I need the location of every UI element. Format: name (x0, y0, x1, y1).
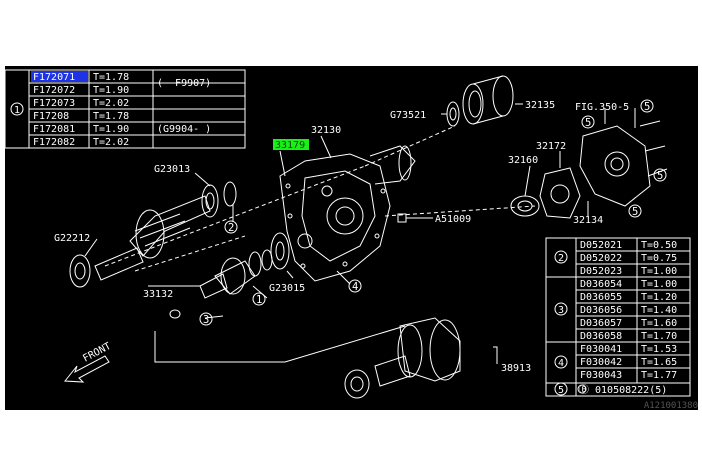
callout-5: 5 (644, 101, 650, 113)
bearing-g22212 (69, 254, 91, 288)
range-note: ( -F9907) (157, 78, 211, 89)
selected-row-highlight (31, 71, 88, 82)
cover-32134 (579, 120, 668, 207)
diagram-code: A121001380 (643, 401, 698, 411)
table-groups-2-5-text: 2 D052021 T=0.50 D052022 T=0.75 D052023 … (558, 240, 677, 396)
group-5-label: 5 (558, 385, 564, 396)
callout-5: 5 (657, 170, 663, 182)
thickness-value: T=1.78 (93, 111, 129, 122)
callout-numbers: 1 2 3 4 5 5 5 5 (203, 101, 663, 326)
label-g23015[interactable]: G23015 (269, 283, 305, 294)
thickness-value: T=1.90 (93, 85, 129, 96)
callout-4: 4 (352, 281, 358, 293)
label-33132[interactable]: 33132 (143, 289, 173, 300)
label-g73521[interactable]: G73521 (390, 110, 426, 121)
label-32134[interactable]: 32134 (573, 215, 603, 226)
thickness-value: T=1.20 (641, 292, 677, 303)
thickness-value: T=1.60 (641, 318, 677, 329)
callout-3: 3 (203, 314, 209, 326)
part-number[interactable]: F172082 (33, 137, 75, 148)
bearing-g23013 (201, 181, 237, 218)
part-number[interactable]: D036054 (580, 279, 622, 290)
label-g22212[interactable]: G22212 (54, 233, 90, 244)
part-number[interactable]: D036056 (580, 305, 622, 316)
retainer-32135 (462, 75, 514, 125)
part-number[interactable]: F030043 (580, 370, 622, 381)
thickness-value: T=0.75 (641, 253, 677, 264)
part-number[interactable]: F030042 (580, 357, 622, 368)
pinion-33132 (169, 232, 290, 319)
part-number[interactable]: D052021 (580, 240, 622, 251)
bearing-g73521 (446, 101, 460, 127)
label-33179[interactable]: 33179 (275, 140, 305, 151)
callout-2: 2 (228, 222, 234, 234)
range-note: (G9904- ) (157, 124, 211, 135)
part-number[interactable]: D052023 (580, 266, 622, 277)
group-3-label: 3 (558, 305, 564, 316)
thickness-value: T=1.00 (641, 266, 677, 277)
part-number[interactable]: F172072 (33, 85, 75, 96)
part-number[interactable]: D036058 (580, 331, 622, 342)
part-number[interactable]: D036057 (580, 318, 622, 329)
table-group-1-text: 1 F172071 T=1.78 ( -F9907) F172072 T=1.9… (14, 72, 211, 148)
thickness-value: T=0.50 (641, 240, 677, 251)
thickness-value: T=2.02 (93, 137, 129, 148)
thickness-value: T=1.00 (641, 279, 677, 290)
front-arrow-icon (64, 355, 110, 383)
part-number[interactable]: Ⓑ 010508222(5) (579, 384, 667, 396)
group-2-label: 2 (558, 253, 564, 264)
part-number[interactable]: D052022 (580, 253, 622, 264)
part-number-selected[interactable]: F172071 (33, 72, 75, 83)
diagram-panel: 1 F172071 T=1.78 ( -F9907) F172072 T=1.9… (5, 66, 698, 410)
callout-5: 5 (585, 117, 591, 129)
part-number[interactable]: F172073 (33, 98, 75, 109)
leader-lines (84, 103, 636, 364)
table-groups-2-5 (545, 237, 691, 397)
thickness-value: T=1.90 (93, 124, 129, 135)
case-32130 (279, 145, 416, 282)
thickness-value: T=1.53 (641, 344, 677, 355)
gear-shaft (94, 195, 211, 281)
bolt-a51009 (397, 213, 423, 223)
table-group-1 (5, 69, 246, 149)
gasket-32172 (539, 167, 581, 219)
label-32130[interactable]: 32130 (311, 125, 341, 136)
part-number[interactable]: F030041 (580, 344, 622, 355)
label-a51009[interactable]: A51009 (435, 214, 471, 225)
part-number[interactable]: F172081 (33, 124, 75, 135)
label-g23013[interactable]: G23013 (154, 164, 190, 175)
thickness-value: T=1.65 (641, 357, 677, 368)
label-38913[interactable]: 38913 (501, 363, 531, 374)
assembly-axis-lines (104, 125, 536, 272)
label-32172[interactable]: 32172 (536, 141, 566, 152)
part-labels: 32130 33179 G73521 32135 FIG.350-5 G2301… (54, 100, 629, 374)
thickness-value: T=1.78 (93, 72, 129, 83)
callout-circles (199, 99, 667, 326)
label-32135[interactable]: 32135 (525, 100, 555, 111)
label-32160[interactable]: 32160 (508, 155, 538, 166)
callout-5: 5 (632, 206, 638, 218)
thickness-value: T=1.77 (641, 370, 677, 381)
part-number[interactable]: F17208 (33, 111, 69, 122)
thickness-value: T=1.70 (641, 331, 677, 342)
thickness-value: T=2.02 (93, 98, 129, 109)
drive-shaft-38913 (344, 317, 461, 399)
parts-diagram: 1 F172071 T=1.78 ( -F9907) F172072 T=1.9… (5, 69, 691, 399)
label-fig-ref[interactable]: FIG.350-5 (575, 102, 629, 113)
part-highlight (273, 139, 309, 150)
part-number[interactable]: D036055 (580, 292, 622, 303)
group-4-label: 4 (558, 358, 564, 369)
callout-1: 1 (256, 294, 262, 306)
group-1-label: 1 (14, 105, 20, 116)
thickness-value: T=1.40 (641, 305, 677, 316)
